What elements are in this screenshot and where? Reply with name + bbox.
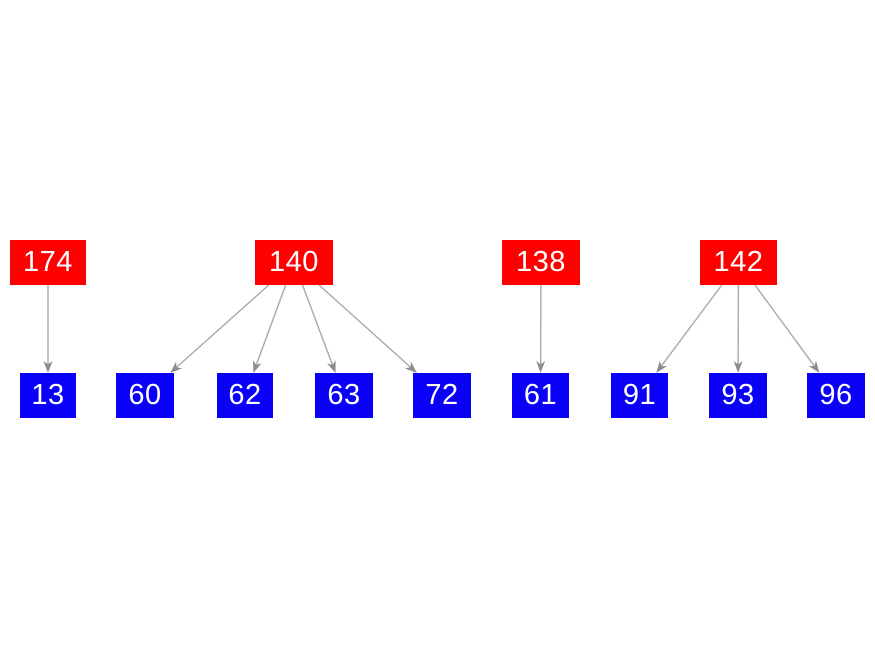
- tree-node-142: 142: [700, 240, 777, 285]
- edge-140-to-63: [301, 284, 336, 374]
- node-label: 138: [516, 246, 566, 278]
- edges-group: [43, 284, 820, 374]
- node-label: 60: [128, 379, 162, 411]
- node-label: 174: [23, 246, 73, 278]
- node-label: 61: [523, 379, 558, 411]
- tree-node-96: 96: [807, 373, 865, 418]
- node-label: 96: [819, 379, 853, 411]
- tree-node-60: 60: [116, 373, 174, 418]
- node-label: 63: [327, 379, 361, 411]
- node-label: 72: [425, 379, 459, 411]
- node-label: 93: [721, 379, 755, 411]
- tree-node-174: 174: [10, 240, 86, 285]
- edge-140-to-60: [170, 284, 270, 373]
- node-label: 142: [713, 246, 764, 278]
- edge-140-to-62: [253, 284, 287, 374]
- tree-node-93: 93: [709, 373, 767, 418]
- node-label: 13: [31, 379, 65, 411]
- tree-node-140: 140: [255, 240, 333, 285]
- tree-node-62: 62: [217, 373, 273, 418]
- tree-node-72: 72: [413, 373, 471, 418]
- node-label: 91: [622, 379, 657, 411]
- node-label: 140: [269, 246, 319, 278]
- tree-node-13: 13: [20, 373, 76, 418]
- edge-142-to-91: [656, 284, 723, 374]
- tree-node-61: 61: [512, 373, 569, 418]
- tree-node-63: 63: [315, 373, 373, 418]
- edge-140-to-72: [318, 284, 417, 374]
- tree-node-91: 91: [611, 373, 668, 418]
- tree-node-138: 138: [502, 240, 580, 285]
- node-label: 62: [228, 379, 262, 411]
- edge-142-to-96: [754, 284, 820, 374]
